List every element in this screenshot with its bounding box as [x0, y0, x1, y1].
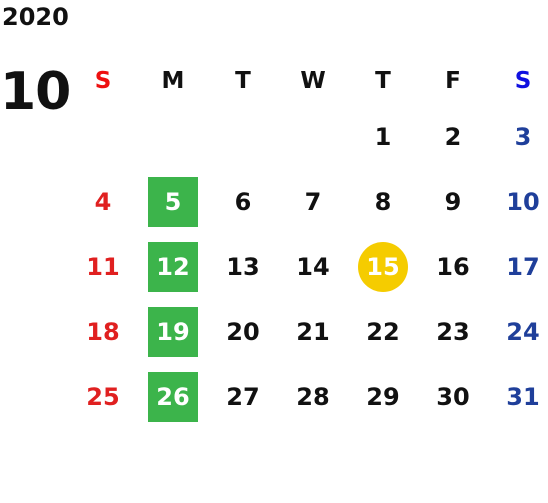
day-cell-today[interactable]: 15 — [348, 241, 418, 292]
day-number: 17 — [506, 252, 540, 281]
day-cell-highlighted[interactable]: 12 — [138, 241, 208, 292]
day-cell[interactable]: 28 — [278, 372, 348, 422]
day-number: 12 — [148, 241, 198, 292]
day-number: 20 — [226, 317, 260, 346]
day-cell[interactable]: 2 — [418, 112, 488, 162]
day-cell[interactable]: 22 — [348, 307, 418, 357]
weekday-saturday: S — [514, 68, 532, 94]
day-number: 4 — [94, 187, 112, 216]
day-cell[interactable]: 9 — [418, 177, 488, 227]
week-row-1: 1 2 3 — [68, 104, 548, 169]
week-row-3: 11 12 13 14 15 16 17 — [68, 234, 548, 299]
weekday-friday: F — [445, 68, 461, 94]
year-label: 2020 — [2, 3, 69, 31]
day-number: 26 — [148, 371, 198, 422]
day-number: 27 — [226, 382, 260, 411]
day-cell-highlighted[interactable]: 26 — [138, 371, 208, 422]
weekday-thursday: T — [375, 68, 391, 94]
day-cell[interactable]: 24 — [488, 307, 548, 357]
day-number: 9 — [444, 187, 462, 216]
day-cell[interactable]: 10 — [488, 177, 548, 227]
month-label: 10 — [0, 62, 71, 122]
day-number: 11 — [86, 252, 120, 281]
day-number: 30 — [436, 382, 470, 411]
day-number: 19 — [148, 306, 198, 357]
day-number: 7 — [304, 187, 322, 216]
day-cell[interactable]: 1 — [348, 112, 418, 162]
day-cell[interactable]: 18 — [68, 307, 138, 357]
day-cell[interactable]: 6 — [208, 177, 278, 227]
day-number: 10 — [506, 187, 540, 216]
day-number: 29 — [366, 382, 400, 411]
weekday-header-row: S M T W T F S — [68, 58, 548, 104]
week-row-4: 18 19 20 21 22 23 24 — [68, 299, 548, 364]
day-cell[interactable]: 14 — [278, 242, 348, 292]
day-number — [78, 112, 128, 162]
day-number: 5 — [148, 176, 198, 227]
day-number — [288, 112, 338, 162]
day-cell[interactable]: 3 — [488, 112, 548, 162]
calendar-grid: S M T W T F S 1 2 3 4 5 6 7 8 9 10 11 12… — [68, 58, 548, 429]
day-number: 3 — [514, 122, 532, 151]
week-row-5: 25 26 27 28 29 30 31 — [68, 364, 548, 429]
day-cell[interactable]: 30 — [418, 372, 488, 422]
day-number — [148, 112, 198, 162]
day-number: 8 — [374, 187, 392, 216]
day-number: 6 — [234, 187, 252, 216]
weekday-monday: M — [161, 68, 185, 94]
day-number: 15 — [358, 241, 408, 292]
day-cell[interactable]: 7 — [278, 177, 348, 227]
day-cell — [138, 112, 208, 162]
day-cell[interactable]: 11 — [68, 242, 138, 292]
day-number: 18 — [86, 317, 120, 346]
day-cell[interactable]: 21 — [278, 307, 348, 357]
day-cell[interactable]: 16 — [418, 242, 488, 292]
day-number: 24 — [506, 317, 540, 346]
day-cell[interactable]: 17 — [488, 242, 548, 292]
day-number: 23 — [436, 317, 470, 346]
day-number: 25 — [86, 382, 120, 411]
day-cell-highlighted[interactable]: 19 — [138, 306, 208, 357]
weekday-tuesday: T — [235, 68, 251, 94]
day-number: 16 — [436, 252, 470, 281]
day-cell[interactable]: 29 — [348, 372, 418, 422]
day-cell[interactable]: 23 — [418, 307, 488, 357]
day-cell — [68, 112, 138, 162]
day-number — [218, 112, 268, 162]
day-number: 14 — [296, 252, 330, 281]
day-cell[interactable]: 8 — [348, 177, 418, 227]
day-number: 31 — [506, 382, 540, 411]
weekday-sunday: S — [94, 68, 112, 94]
week-row-2: 4 5 6 7 8 9 10 — [68, 169, 548, 234]
day-cell[interactable]: 31 — [488, 372, 548, 422]
day-cell[interactable]: 20 — [208, 307, 278, 357]
day-number: 2 — [444, 122, 462, 151]
day-cell — [278, 112, 348, 162]
weekday-wednesday: W — [300, 68, 326, 94]
day-number: 22 — [366, 317, 400, 346]
day-cell[interactable]: 27 — [208, 372, 278, 422]
day-number: 1 — [374, 122, 392, 151]
day-cell — [208, 112, 278, 162]
day-cell[interactable]: 13 — [208, 242, 278, 292]
day-cell[interactable]: 4 — [68, 177, 138, 227]
day-cell[interactable]: 25 — [68, 372, 138, 422]
day-number: 21 — [296, 317, 330, 346]
day-number: 13 — [226, 252, 260, 281]
day-number: 28 — [296, 382, 330, 411]
day-cell-highlighted[interactable]: 5 — [138, 176, 208, 227]
